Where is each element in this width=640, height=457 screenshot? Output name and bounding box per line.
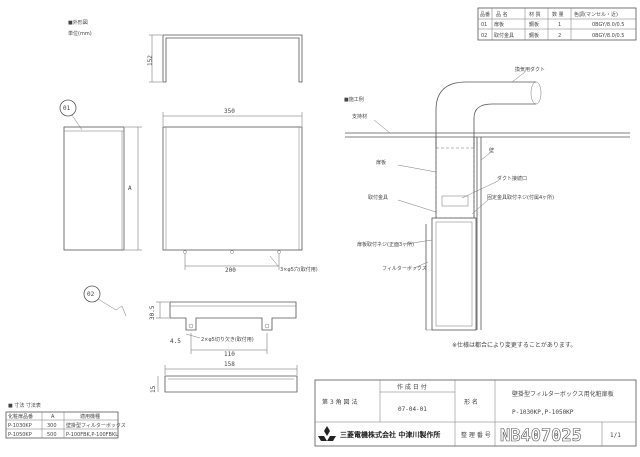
parts-row1-no: 01 (481, 22, 487, 28)
parts-header-material: 材 質 (529, 11, 541, 18)
parts-header-no: 品番 (480, 11, 490, 18)
dim-a: A (128, 185, 132, 192)
label-joist: 支持材 (352, 113, 367, 120)
company-logo-icon (318, 426, 336, 441)
variants-row2-fit: P-100FBK,P-100FBKL (66, 432, 118, 438)
parts-row2-material: 鋼板 (529, 32, 539, 39)
dim-110: 110 (224, 351, 235, 358)
side-panel-view: A (63, 126, 142, 251)
parts-row2-no: 02 (481, 33, 487, 39)
bracket-side-view: 158 15 (150, 361, 298, 393)
label-wall: 壁 (489, 147, 494, 154)
label-filter-box: フィルターボックス (382, 265, 427, 272)
label-bracket: 取付金具 (368, 194, 388, 201)
slot-note: 2×φ5切り欠き(取付用) (201, 336, 254, 343)
product-name: 壁掛型フィルターボックス用化粧扉板 (512, 390, 614, 398)
parts-table: 品番 品 名 材 質 数 量 色調(マンセル・近) 01 扉板 鋼板 1 0BG… (477, 7, 637, 41)
spec-note: ※仕様は都合により変更することがあります。 (452, 341, 576, 349)
label-duct: 換気用ダクト (515, 66, 545, 73)
parts-row1-name: 扉板 (494, 21, 504, 28)
holes-note: 3×φ5穴(取付用) (280, 266, 318, 273)
dim-350: 350 (224, 108, 235, 115)
dim-4-5: 4.5 (170, 338, 181, 345)
svg-text:02: 02 (87, 291, 95, 298)
date-label: 作 成 日 付 (397, 383, 427, 391)
parts-row1-color: 0BGY/8.0/0.5 (592, 22, 624, 28)
dwg-label: 整 理 番 号 (461, 431, 491, 439)
variants-header-a: A (51, 414, 55, 420)
variants-header-model: 化粧扉品番 (8, 413, 33, 420)
label-duct-opening: ダクト接続口 (497, 175, 527, 182)
svg-text:01: 01 (63, 105, 71, 112)
drawing-number: NB407025 (500, 426, 582, 446)
dim-158: 158 (224, 361, 235, 368)
dim-30-5: 30.5 (149, 305, 156, 320)
label-fix-screw: 固定金具取付ネジ(付属4ヶ所) (487, 194, 554, 201)
variants-row2-model: P-1050KP (8, 432, 32, 438)
top-view: 152 (147, 34, 303, 83)
parts-header-name: 品 名 (496, 11, 508, 18)
variants-row1-model: P-1030KP (8, 423, 32, 429)
parts-row2-qty: 2 (558, 33, 561, 39)
install-label: ■施工例 (344, 96, 364, 103)
title-block: 第 3 角 図 法 作 成 日 付 07-04-01 形 名 壁掛型フィルターボ… (314, 379, 637, 447)
variants-row2-a: 500 (47, 432, 57, 438)
bracket-plan-view: 30.5 4.5 2×φ5切り欠き(取付用) 110 (149, 301, 297, 358)
variants-row1-fit: 壁掛型フィルターボックス (66, 422, 126, 429)
balloon-01: 01 (59, 99, 83, 131)
parts-row1-material: 鋼板 (529, 21, 539, 28)
parts-row2-color: 0BGY/8.0/0.5 (592, 33, 624, 39)
dim-15: 15 (150, 385, 157, 393)
name-label: 形 名 (464, 398, 478, 406)
install-example (345, 71, 630, 331)
projection-label: 第 3 角 図 法 (322, 398, 357, 406)
company-name: 三菱電機株式会社 中津川製作所 (340, 430, 440, 439)
dim-200: 200 (225, 267, 236, 274)
balloon-02: 02 (83, 285, 127, 317)
variants-row1-a: 300 (47, 423, 57, 429)
date-value: 07-04-01 (398, 406, 427, 413)
label-panel-screw: 扉板取付ネジ(正面3ヶ所) (357, 241, 414, 248)
parts-header-qty: 数 量 (552, 11, 564, 18)
label-panel: 扉板 (376, 159, 386, 166)
parts-row2-name: 取付金具 (494, 32, 514, 39)
variants-header-fit: 適用機種 (80, 413, 100, 420)
dim-152: 152 (147, 55, 154, 66)
outer-view-label: ■外形図 (68, 19, 88, 26)
variants-title: ■ 寸法 寸法表 (8, 402, 41, 409)
sheet-number: 1/1 (610, 432, 621, 439)
model-names: P-1030KP,P-1050KP (512, 409, 574, 416)
unit-label: 単位(mm) (68, 30, 92, 37)
parts-row1-qty: 1 (558, 22, 561, 28)
front-view: 350 200 3×φ5穴(取付用) (162, 108, 318, 274)
variants-table: ■ 寸法 寸法表 化粧扉品番 A 適用機種 P-1030KP 300 壁掛型フィ… (5, 402, 126, 439)
parts-header-color: 色調(マンセル・近) (574, 11, 618, 18)
